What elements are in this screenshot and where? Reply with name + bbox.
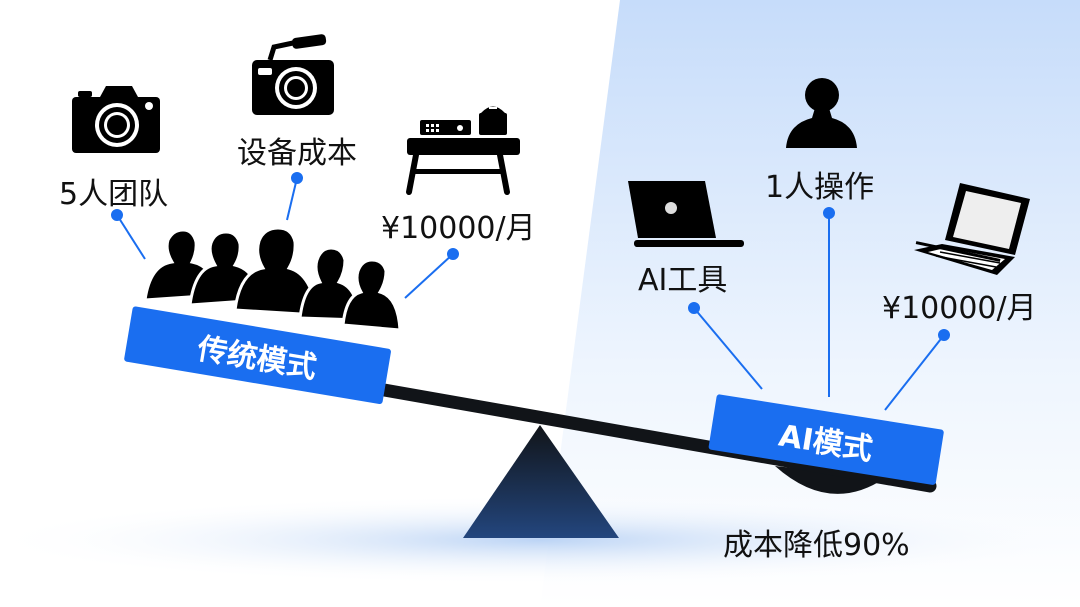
label-left-monthly-cost: ¥10000/月 <box>381 211 536 246</box>
team-silhouettes-icon <box>143 226 402 332</box>
label-one-person: 1人操作 <box>765 170 875 205</box>
fulcrum <box>463 425 619 538</box>
video-camera-icon <box>252 34 334 115</box>
laptop-keyboard-icon <box>914 183 1030 275</box>
person-icon <box>786 78 857 148</box>
cost-reduction-caption: 成本降低90% <box>723 528 910 563</box>
ai-mode-label: AI模式 <box>776 418 876 468</box>
label-team-size: 5人团队 <box>59 177 169 212</box>
left-connectors <box>111 172 459 299</box>
desk-equipment-icon <box>406 106 520 195</box>
label-equipment-cost: 设备成本 <box>237 136 357 171</box>
label-ai-tools: AI工具 <box>638 263 728 298</box>
laptop-icon <box>628 181 744 247</box>
ai-weight-base <box>775 466 885 494</box>
camera-icon <box>72 86 160 153</box>
label-right-monthly-cost: ¥10000/月 <box>882 291 1037 326</box>
right-connectors <box>688 207 950 411</box>
